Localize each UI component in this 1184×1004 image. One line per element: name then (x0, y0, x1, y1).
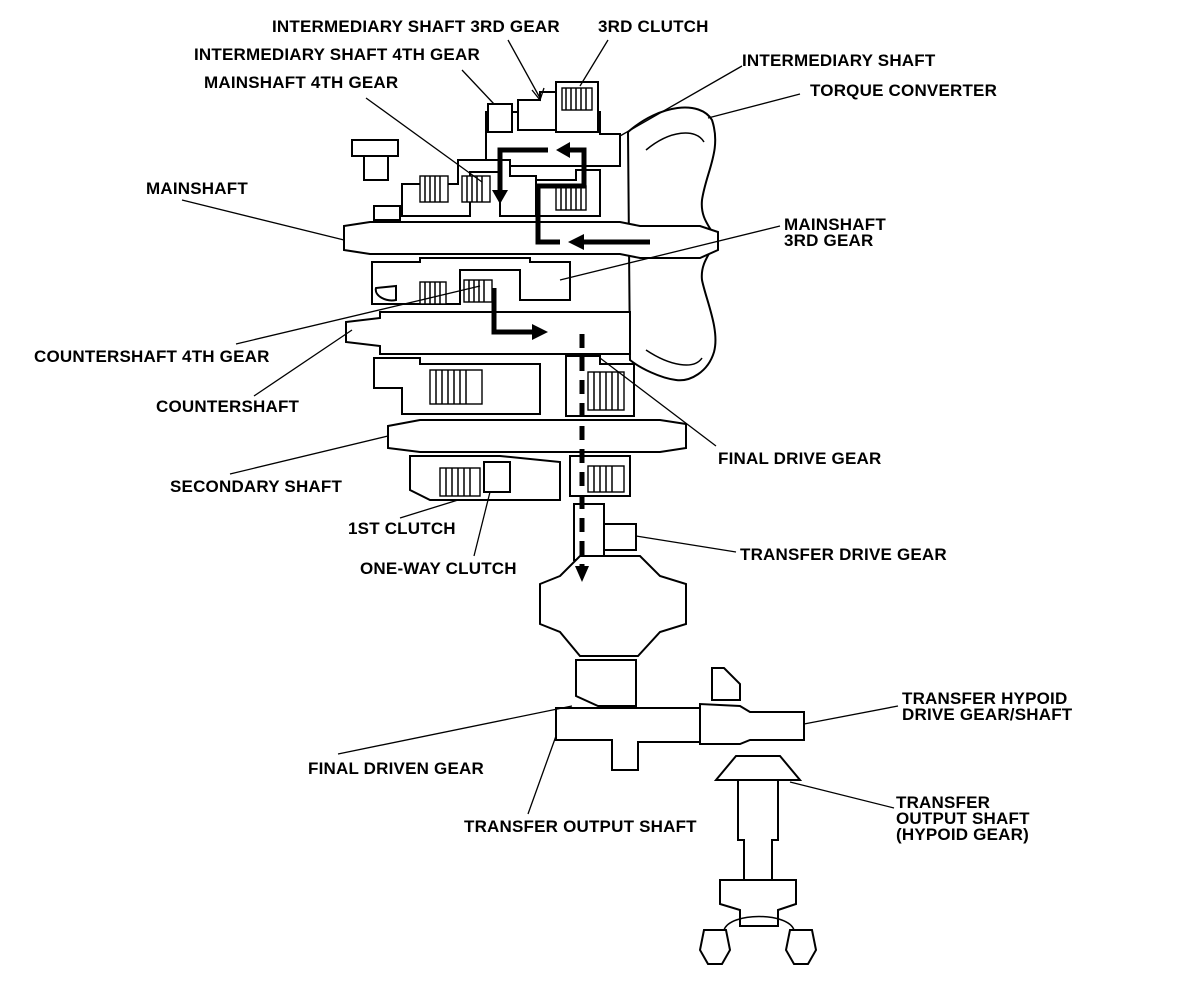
transfer-drive-gear (603, 523, 637, 551)
secondary-shaft (387, 419, 687, 453)
label-1st-clutch: 1ST CLUTCH (348, 519, 456, 538)
labels: INTERMEDIARY SHAFT 3RD GEAR 3RD CLUTCH I… (34, 17, 1073, 844)
label-countershaft-4th-gear: COUNTERSHAFT 4TH GEAR (34, 347, 270, 366)
lower-clutch-pack (587, 465, 625, 493)
label-countershaft: COUNTERSHAFT (156, 397, 300, 416)
label-mainshaft-4th-gear: MAINSHAFT 4TH GEAR (204, 73, 398, 92)
transfer-drive-gear-body (573, 503, 605, 561)
label-one-way-clutch: ONE-WAY CLUTCH (360, 559, 517, 578)
power-flow-path (491, 142, 650, 582)
transfer-hypoid-drive-gear-shaft (699, 702, 805, 745)
label-final-driven-gear: FINAL DRIVEN GEAR (308, 759, 484, 778)
label-intermediary-shaft-3rd-gear: INTERMEDIARY SHAFT 3RD GEAR (272, 17, 560, 36)
label-mainshaft-3rd-gear-line1: MAINSHAFT (784, 215, 886, 234)
label-secondary-shaft: SECONDARY SHAFT (170, 477, 342, 496)
label-transfer-drive-gear: TRANSFER DRIVE GEAR (740, 545, 947, 564)
leader-lines (181, 39, 899, 815)
mainshaft-3rd-clutch-pack (555, 185, 587, 211)
label-transfer-output-shaft: TRANSFER OUTPUT SHAFT (464, 817, 697, 836)
transfer-output-shaft (555, 707, 701, 771)
label-transfer-hypoid-line2: DRIVE GEAR/SHAFT (902, 705, 1073, 724)
first-clutch-pack (439, 467, 481, 497)
label-intermediary-shaft-4th-gear: INTERMEDIARY SHAFT 4TH GEAR (194, 45, 480, 64)
label-transfer-output-hypoid-line1: TRANSFER (896, 793, 990, 812)
mainshaft (343, 221, 719, 259)
one-way-clutch (483, 461, 511, 493)
mainshaft-4th-clutch-pack (419, 175, 491, 203)
label-transfer-hypoid-line1: TRANSFER HYPOID (902, 689, 1067, 708)
differential-case (539, 555, 687, 657)
label-mainshaft: MAINSHAFT (146, 179, 248, 198)
intermediary-shaft-3rd-gear (517, 91, 557, 131)
label-3rd-clutch: 3RD CLUTCH (598, 17, 709, 36)
intermediary-shaft-4th-gear (487, 103, 513, 133)
transmission-drawing (343, 81, 818, 965)
label-mainshaft-3rd-gear-line2: 3RD GEAR (784, 231, 873, 250)
label-transfer-output-hypoid-line3: (HYPOID GEAR) (896, 825, 1029, 844)
secondary-upper-gearset (373, 357, 625, 415)
third-clutch-pack (555, 81, 599, 133)
label-torque-converter: TORQUE CONVERTER (810, 81, 997, 100)
label-final-drive-gear: FINAL DRIVE GEAR (718, 449, 881, 468)
countershaft (345, 311, 631, 355)
transfer-output-hypoid-gear (713, 755, 803, 781)
label-intermediary-shaft: INTERMEDIARY SHAFT (742, 51, 936, 70)
final-driven-gear (575, 659, 637, 707)
label-transfer-output-hypoid-line2: OUTPUT SHAFT (896, 809, 1030, 828)
